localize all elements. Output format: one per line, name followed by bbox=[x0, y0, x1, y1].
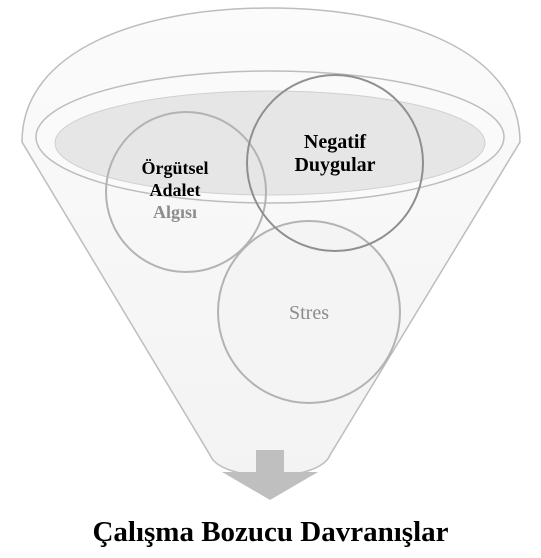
circle-orgutsel-line-2: Adalet bbox=[150, 180, 201, 200]
circle-stres-label: Stres bbox=[289, 302, 329, 324]
funnel-rim-inner bbox=[54, 90, 486, 196]
circle-orgutsel-adalet: Örgütsel Adalet Algısı bbox=[105, 111, 267, 273]
circle-negatif-duygular: Negatif Duygular bbox=[246, 74, 424, 252]
circle-stres: Stres bbox=[217, 220, 401, 404]
circle-orgutsel-line-3: Algısı bbox=[153, 202, 197, 222]
circle-negatif-line-2: Duygular bbox=[294, 154, 375, 176]
circle-orgutsel-line-1: Örgütsel bbox=[142, 158, 209, 178]
down-arrow-icon bbox=[222, 450, 318, 500]
circle-negatif-line-1: Negatif bbox=[304, 131, 367, 153]
funnel-output-label: Çalışma Bozucu Davranışlar bbox=[92, 516, 449, 548]
